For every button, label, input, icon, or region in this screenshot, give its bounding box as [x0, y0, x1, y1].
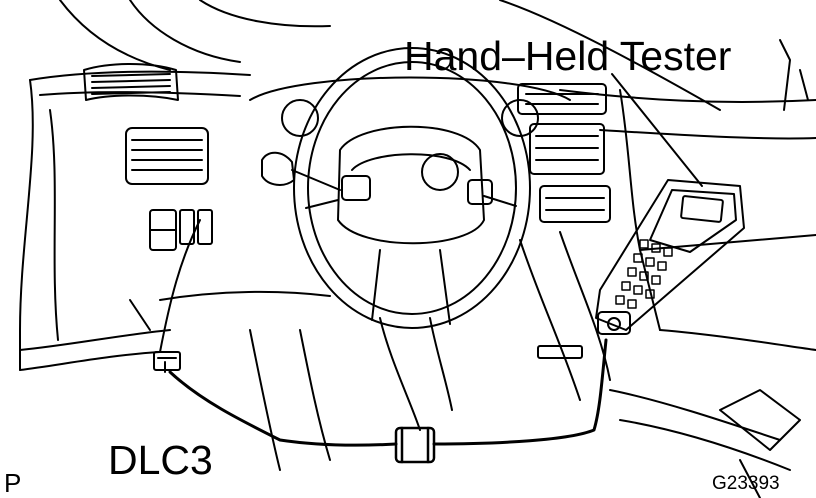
tester-leader-line: [612, 74, 702, 186]
steering-wheel: [294, 48, 530, 328]
center-console: [518, 84, 610, 400]
lower-dash: [130, 292, 582, 470]
adapter-box: [396, 428, 434, 462]
dlc3-label: DLC3: [108, 437, 213, 483]
signal-stalk: [262, 153, 340, 190]
side-air-vent: [126, 128, 208, 184]
dlc3-connector: [154, 352, 180, 370]
keypad: [616, 240, 672, 308]
door-edge: [780, 40, 808, 110]
corner-mark-label: P: [4, 468, 22, 498]
figure-id-label: G23393: [712, 473, 780, 494]
tester-cable: [170, 340, 606, 445]
left-air-vent: [84, 64, 178, 100]
hand-held-tester-device: [596, 180, 744, 334]
steering-column: [380, 318, 452, 430]
hand-held-tester-label: Hand–Held Tester: [404, 33, 732, 79]
gauge-cluster: [250, 78, 570, 137]
dashboard-outline: [20, 72, 816, 370]
floor-area: [610, 390, 800, 498]
switch-panel: [150, 210, 212, 250]
